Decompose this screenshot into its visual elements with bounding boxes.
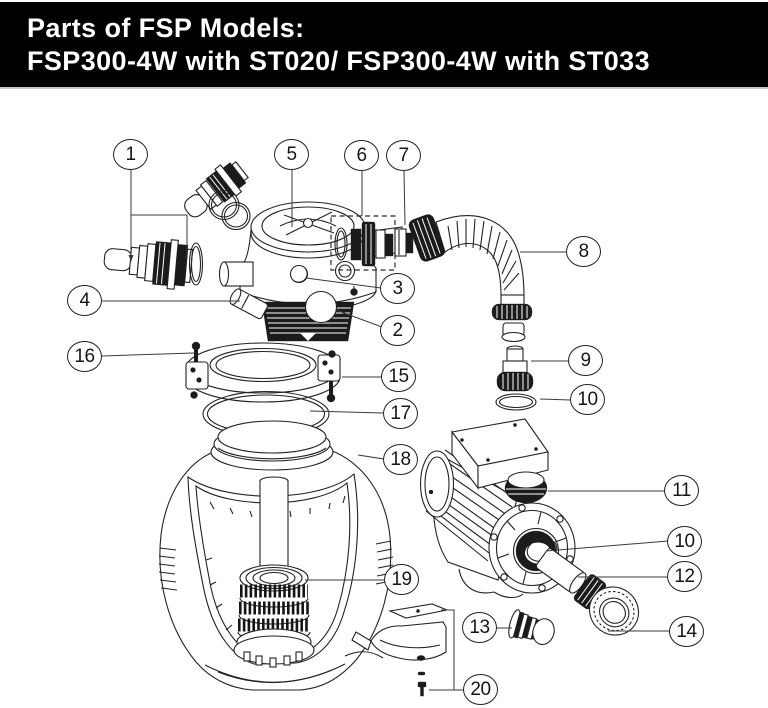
callout-8: 8 xyxy=(566,236,601,267)
callout-10a: 10 xyxy=(570,384,605,415)
strainer-stack-icon xyxy=(233,564,315,668)
callout-10b: 10 xyxy=(667,526,702,557)
callout-20: 20 xyxy=(463,674,498,705)
base-bracket-icon xyxy=(344,603,449,697)
drain-plug-icon xyxy=(508,609,555,646)
callout-16: 16 xyxy=(67,341,102,372)
callout-12: 12 xyxy=(667,561,702,592)
callout-3: 3 xyxy=(380,273,415,304)
pump-assembly-icon xyxy=(419,418,640,646)
corrugated-hose-icon xyxy=(408,214,533,321)
callout-4: 4 xyxy=(67,285,102,316)
oring-adapter-icon xyxy=(495,393,537,411)
callout-15: 15 xyxy=(381,361,416,392)
title-bar: Parts of FSP Models: FSP300-4W with ST02… xyxy=(0,2,768,89)
callout-7: 7 xyxy=(386,140,421,171)
callout-14: 14 xyxy=(669,616,704,647)
callout-1: 1 xyxy=(113,139,148,170)
union-kit-icon xyxy=(330,215,414,271)
page-title-line2: FSP300-4W with ST020/ FSP300-4W with ST0… xyxy=(27,46,650,76)
callout-5: 5 xyxy=(274,139,309,170)
oring-left-adapter-icon xyxy=(188,242,204,286)
callout-19: 19 xyxy=(384,564,419,595)
callout-9: 9 xyxy=(568,345,603,376)
step-adapter-icon xyxy=(496,322,534,392)
clamp-ring-icon xyxy=(185,341,341,403)
callout-11: 11 xyxy=(664,475,699,506)
callout-17: 17 xyxy=(383,398,418,429)
page-title-line1: Parts of FSP Models: xyxy=(27,13,305,43)
leader-lines xyxy=(101,170,670,691)
callout-6: 6 xyxy=(344,140,379,171)
callout-13: 13 xyxy=(462,612,497,643)
hose-adapter-left-icon xyxy=(103,239,194,290)
hose-adapter-top-icon xyxy=(184,161,251,231)
callout-2: 2 xyxy=(380,315,415,346)
callout-18: 18 xyxy=(383,444,418,475)
